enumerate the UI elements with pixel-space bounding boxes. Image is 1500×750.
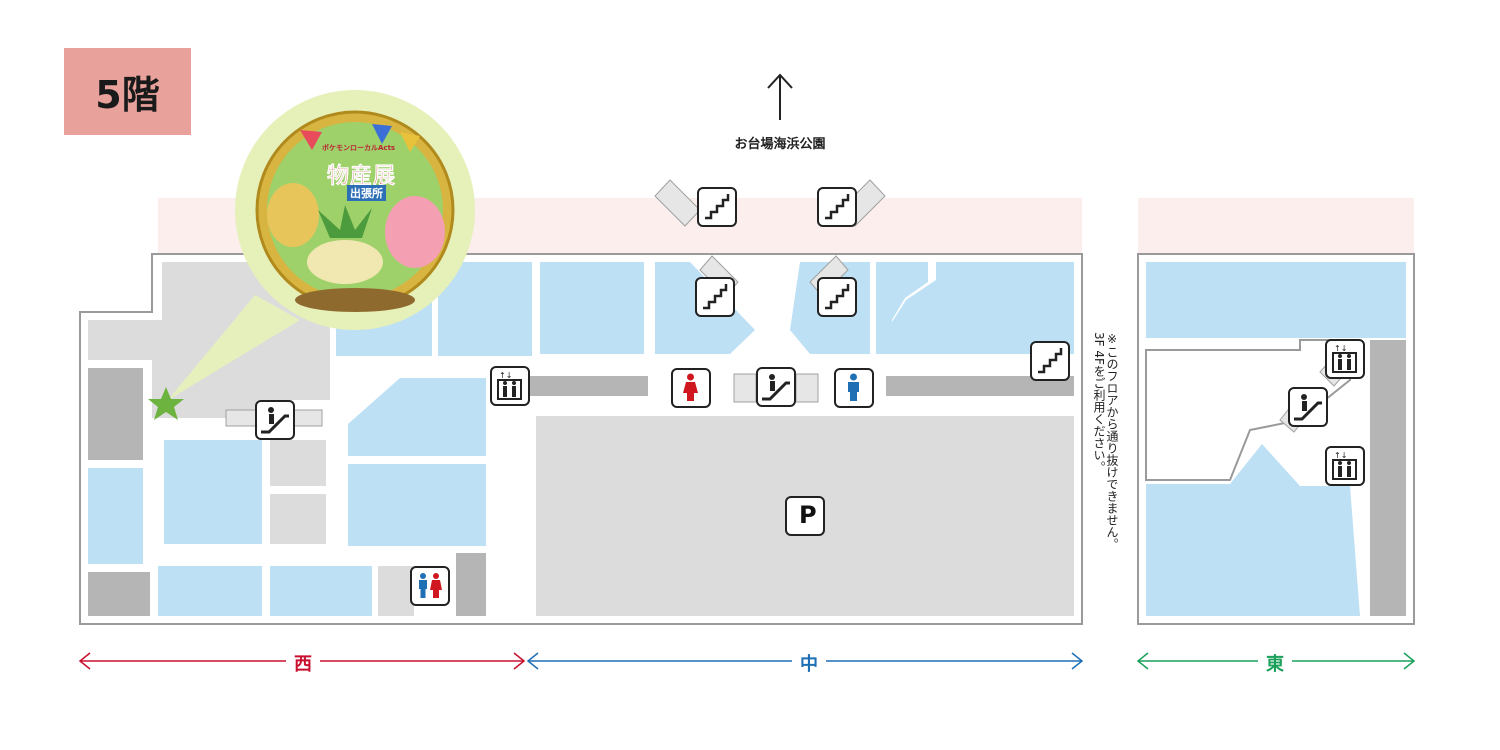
bunting-flag	[300, 130, 322, 150]
callout-pointer	[168, 295, 300, 400]
escalator-tread	[225, 409, 257, 427]
svg-text:↑↓: ↑↓	[1334, 451, 1347, 460]
star-marker-icon	[148, 387, 184, 420]
arrow-up-head-icon	[767, 73, 793, 89]
shop	[1146, 444, 1360, 616]
service-strip	[520, 376, 648, 396]
west-common-area	[88, 262, 330, 418]
event-badge-subtitle: 出張所	[347, 185, 386, 201]
stairs-icon[interactable]	[817, 277, 857, 317]
escalator-icon[interactable]	[255, 400, 295, 440]
restroom-women-icon[interactable]	[671, 368, 711, 408]
zone-label-center: 中	[792, 650, 826, 676]
restroom-men-icon[interactable]	[834, 368, 874, 408]
elevator-icon[interactable]: ↑↓	[1325, 339, 1365, 379]
store-room	[378, 566, 414, 616]
destination-label: お台場海浜公園	[734, 137, 826, 152]
escalator-icon[interactable]	[756, 367, 796, 407]
shop	[892, 262, 1074, 354]
floor-badge: 5階	[64, 48, 191, 135]
escalator-icon[interactable]	[1288, 387, 1328, 427]
bunting-flag	[400, 132, 420, 152]
service-room	[88, 368, 143, 460]
svg-text:↑↓: ↑↓	[1334, 344, 1347, 353]
character-illustration	[307, 240, 383, 284]
store-room	[270, 440, 326, 486]
escalator-tread	[291, 409, 323, 427]
store-room	[270, 494, 326, 544]
service-room	[1370, 340, 1406, 616]
svg-text:↑↓: ↑↓	[499, 371, 512, 380]
elevator-icon[interactable]: ↑↓	[1325, 446, 1365, 486]
escalator-tread	[733, 373, 757, 403]
shop	[540, 262, 644, 354]
event-badge-top-text: ポケモンローカルActs	[322, 144, 396, 152]
character-illustration	[385, 196, 445, 268]
outdoor-deck-east	[1138, 198, 1414, 254]
stairs-icon[interactable]	[1030, 341, 1070, 381]
character-basket	[295, 288, 415, 312]
stairs-icon[interactable]	[817, 187, 857, 227]
shop	[164, 440, 262, 544]
parking-icon[interactable]: P	[785, 496, 825, 536]
character-illustration	[267, 183, 319, 247]
zone-label-west: 西	[286, 650, 320, 676]
elevator-icon[interactable]: ↑↓	[490, 366, 530, 406]
shop	[270, 566, 372, 616]
shop	[88, 468, 143, 564]
escalator-tread	[795, 373, 819, 403]
bunting-flag	[372, 124, 392, 144]
parking-label: P	[799, 501, 817, 529]
service-room	[456, 553, 486, 616]
shop	[1146, 262, 1406, 338]
shop	[348, 464, 486, 546]
shop	[158, 566, 262, 616]
shop	[348, 378, 486, 456]
stairs-icon[interactable]	[695, 277, 735, 317]
character-leaves	[318, 205, 372, 238]
notice-text: ※このフロアから通り抜けできません。3F 4Fをご利用ください。	[1092, 332, 1119, 550]
stairs-icon[interactable]	[697, 187, 737, 227]
shop	[876, 262, 928, 354]
service-strip	[886, 376, 1074, 396]
restroom-icon[interactable]	[410, 566, 450, 606]
zone-label-east: 東	[1258, 650, 1292, 676]
service-room	[88, 572, 150, 616]
